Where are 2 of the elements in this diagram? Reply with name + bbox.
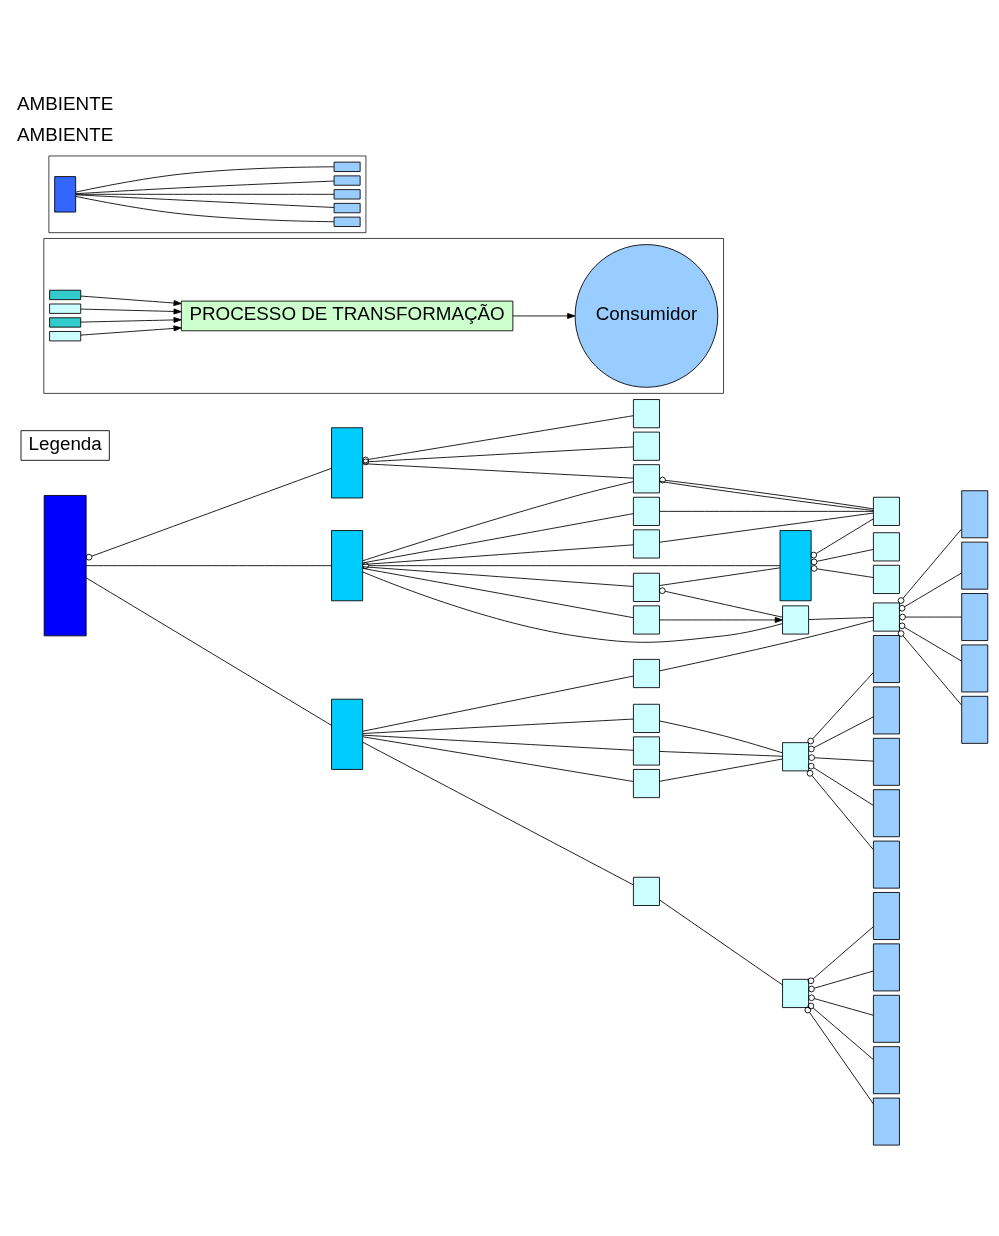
label: AMBIENTE	[17, 123, 114, 145]
label: AMBIENTE	[17, 92, 114, 114]
